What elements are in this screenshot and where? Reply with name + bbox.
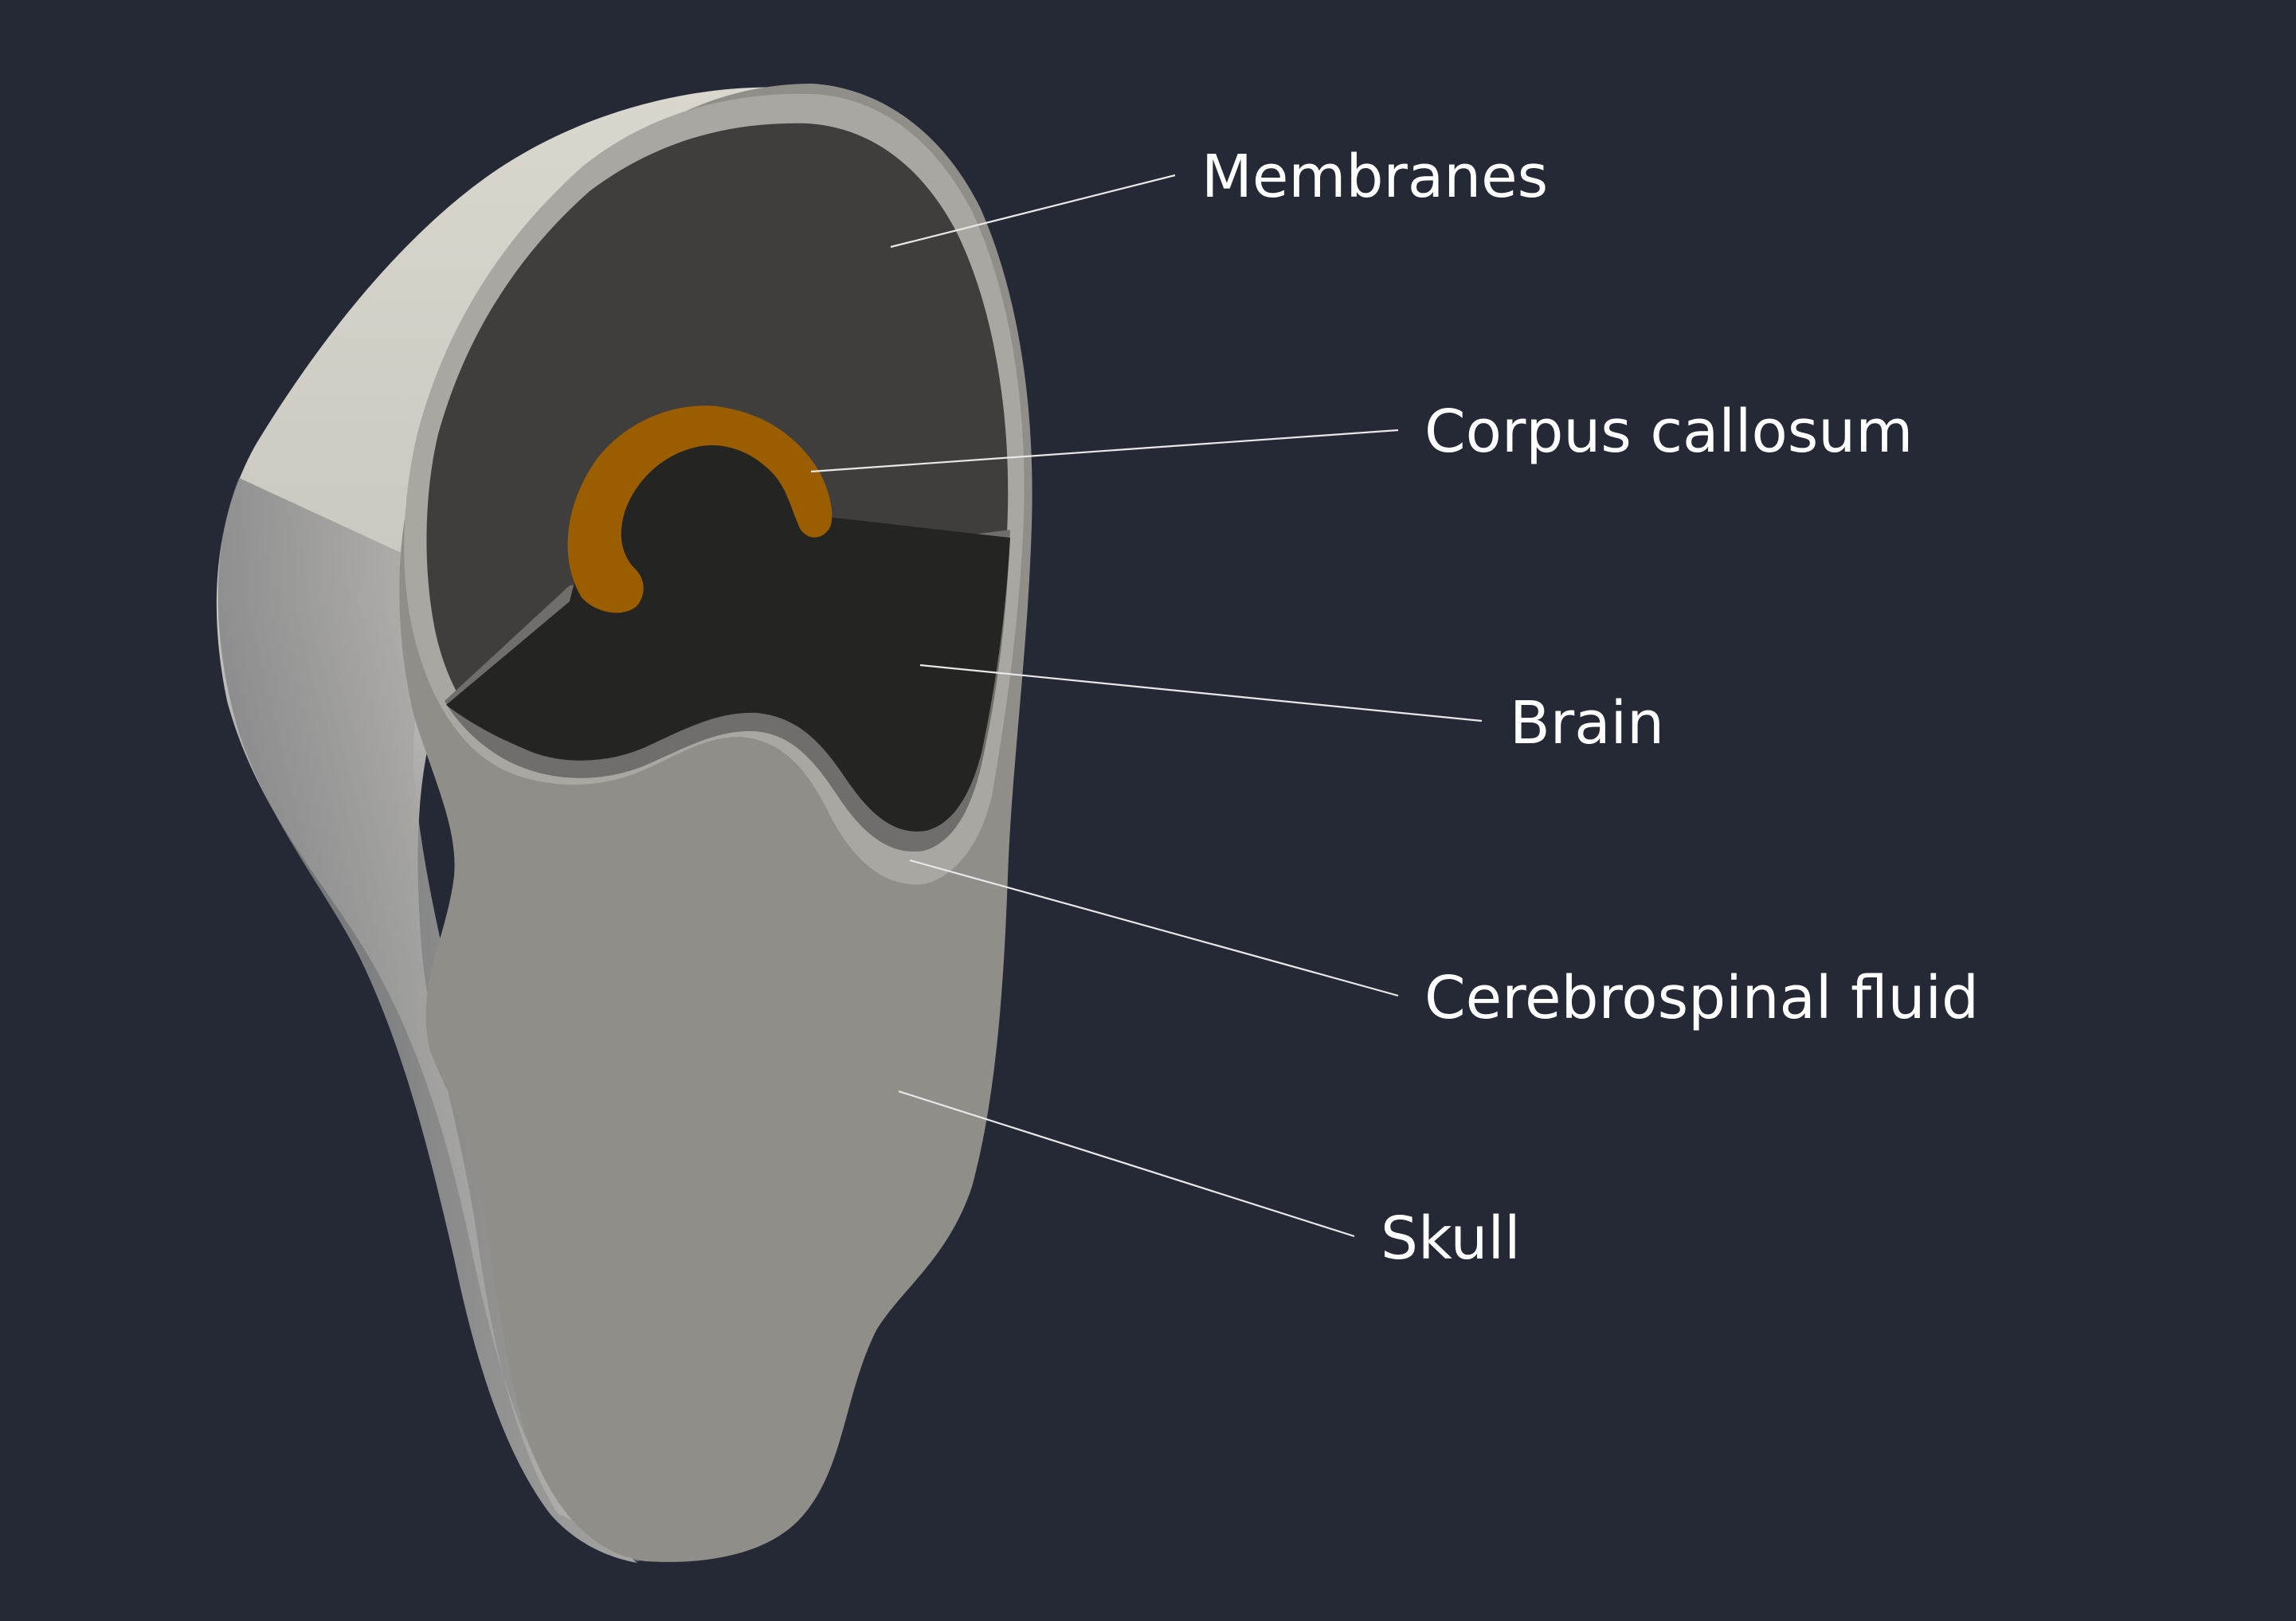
skull-outer-surface [216, 87, 789, 1561]
brain-leader [919, 664, 1483, 722]
csf-leader [909, 859, 1399, 997]
cerebrospinal-fluid-label: Cerebrospinal fluid [1424, 964, 1979, 1032]
corpus-callosum-leader [810, 429, 1399, 473]
membranes-leader [890, 174, 1176, 249]
corpus-callosum-label: Corpus callosum [1424, 397, 1913, 466]
skull-leader [898, 1090, 1355, 1238]
corpus-callosum-shape [567, 405, 833, 613]
brain-label: Brain [1510, 689, 1664, 758]
skull-label: Skull [1381, 1204, 1521, 1273]
membranes-label: Membranes [1201, 143, 1548, 211]
